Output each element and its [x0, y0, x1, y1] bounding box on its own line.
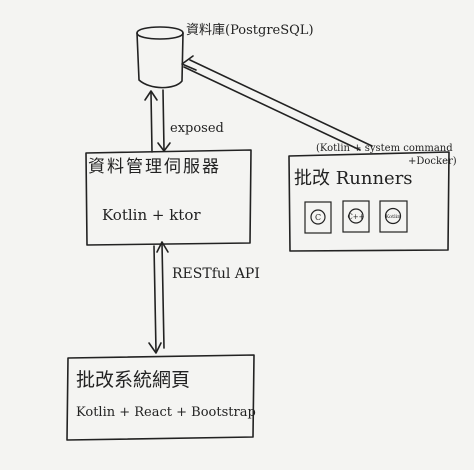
runners-note-line2: +Docker) [408, 156, 457, 167]
edge-db-server: exposed [144, 89, 224, 153]
database-cylinder-body [136, 32, 184, 89]
edge-server-web-line-left [153, 245, 157, 352]
runners-box [288, 151, 450, 252]
edge-server-web-line-right [161, 242, 165, 349]
web-title: 批改系統網頁 [76, 369, 190, 391]
edge-db-server-arrowhead-up [144, 90, 158, 101]
runners-title: 批改 Runners [294, 168, 413, 189]
runner-kotlin-badge [384, 207, 402, 225]
edge-runners-db-arrowhead [181, 55, 197, 71]
server-node: 資料管理伺服器 Kotlin + ktor [85, 149, 252, 246]
runner-kotlin-label: Kotlin [385, 214, 401, 220]
web-node: 批改系統網頁 Kotlin + React + Bootstrap [66, 354, 256, 441]
runner-cpp-label: C++ [347, 213, 364, 221]
runner-cpp-box [342, 200, 370, 233]
server-box [85, 149, 252, 246]
runners-note-line1: (Kotlin + system command [316, 143, 453, 154]
server-tech: Kotlin + ktor [102, 206, 201, 224]
runner-c-badge [310, 209, 326, 225]
edge-server-web-label: RESTful API [172, 266, 260, 282]
edge-runners-db-line-2 [189, 59, 373, 147]
edge-server-web-arrowhead-down [148, 342, 162, 354]
runner-c: C [304, 201, 332, 234]
edge-server-web-arrowhead-up [156, 241, 169, 253]
runner-c-label: C [315, 213, 321, 222]
edge-server-web: RESTful API [148, 241, 260, 354]
database-node: 資料庫(PostgreSQL) [136, 23, 314, 89]
edge-runners-db-line-1 [183, 66, 361, 151]
web-tech: Kotlin + React + Bootstrap [76, 405, 256, 420]
runner-kotlin-box [379, 200, 408, 233]
edge-db-server-label: exposed [170, 121, 224, 136]
web-box [66, 354, 255, 441]
runners-node: (Kotlin + system command +Docker) 批改 Run… [288, 143, 457, 252]
server-title: 資料管理伺服器 [88, 157, 221, 177]
runner-cpp: C++ [342, 200, 370, 233]
edge-db-server-line-left [150, 92, 153, 153]
edge-runners-db [181, 55, 373, 151]
edge-db-server-arrowhead-down [157, 142, 171, 152]
runner-cpp-badge [348, 208, 364, 224]
database-cylinder-top [136, 26, 184, 40]
runner-kotlin: Kotlin [379, 200, 408, 233]
edge-db-server-line-right [162, 89, 165, 151]
runner-c-box [304, 201, 332, 234]
database-label: 資料庫(PostgreSQL) [186, 23, 314, 38]
